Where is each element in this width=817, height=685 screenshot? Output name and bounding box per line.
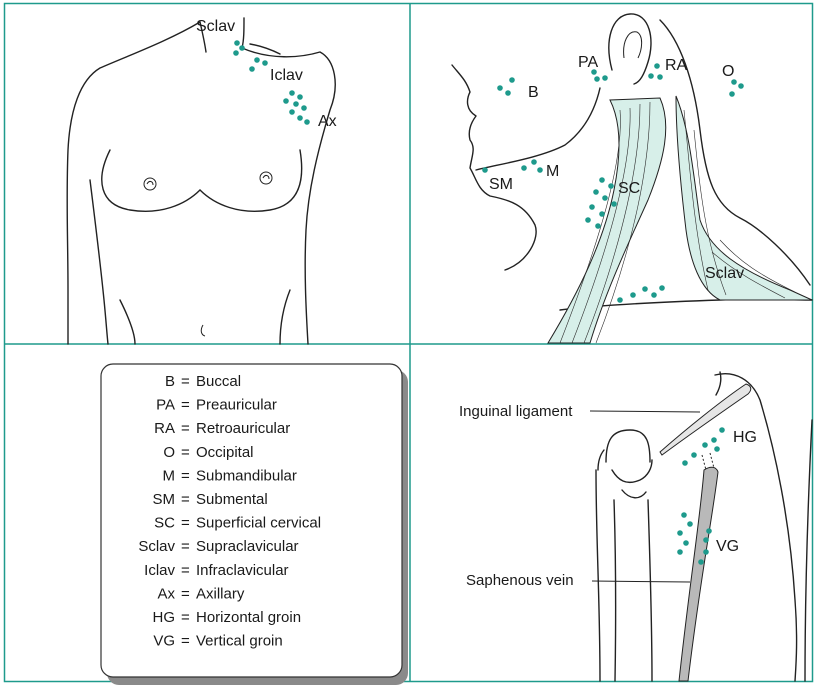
legend-abbr: B (165, 373, 175, 390)
legend-abbr: HG (153, 609, 176, 626)
legend-name: Axillary (196, 585, 245, 602)
legend-equals: = (181, 515, 190, 532)
iclav-nodes (249, 57, 268, 72)
legend-item: M = Submandibular (163, 467, 297, 484)
neck-panel: B PA RA O SM M SC Sclav (452, 14, 812, 343)
legend-equals: = (181, 397, 190, 414)
legend-abbr: SM (153, 491, 176, 508)
legend-equals: = (181, 538, 190, 555)
legend-name: Retroauricular (196, 420, 290, 437)
legend-name: Occipital (196, 444, 254, 461)
label-inguinal-ligament: Inguinal ligament (459, 403, 573, 420)
legend-item: Ax = Axillary (157, 585, 244, 602)
legend-abbr: O (163, 444, 175, 461)
saphenous-vein (679, 453, 718, 681)
legend-item: HG = Horizontal groin (153, 609, 302, 626)
chest-panel: Sclav Iclav Ax (67, 18, 337, 344)
ra-nodes (648, 63, 663, 80)
legend-item: Iclav = Infraclavicular (144, 562, 288, 579)
legend-equals: = (181, 562, 190, 579)
label-sclav-neck: Sclav (705, 265, 744, 282)
label-o: O (722, 63, 734, 80)
legend-equals: = (181, 373, 190, 390)
groin-panel: Inguinal ligament Saphenous vein HG VG (459, 372, 812, 681)
legend-abbr: Ax (157, 585, 175, 602)
legend-item: PA = Preauricular (156, 397, 277, 414)
legend-item: Sclav = Supraclavicular (138, 538, 298, 555)
legend-item: SM = Submental (153, 491, 268, 508)
legend-equals: = (181, 585, 190, 602)
sclav-neck-nodes (617, 285, 665, 303)
legend-name: Buccal (196, 373, 241, 390)
label-pa: PA (578, 54, 598, 71)
legend-name: Horizontal groin (196, 609, 301, 626)
legend-abbr: RA (154, 420, 175, 437)
legend-equals: = (181, 609, 190, 626)
legend-equals: = (181, 467, 190, 484)
legend-name: Supraclavicular (196, 538, 299, 555)
label-b: B (528, 84, 539, 101)
legend-item: VG = Vertical groin (153, 633, 282, 650)
label-ax: Ax (318, 113, 337, 130)
inguinal-leader (590, 411, 700, 412)
sm-nodes (482, 167, 488, 173)
legend-equals: = (181, 633, 190, 650)
legend-abbr: Iclav (144, 562, 175, 579)
label-sclav-chest: Sclav (196, 18, 235, 35)
m-nodes (521, 159, 543, 173)
legend-abbr: PA (156, 397, 175, 414)
legend-abbr: VG (153, 633, 175, 650)
saphenous-leader (592, 581, 690, 582)
label-saphenous-vein: Saphenous vein (466, 572, 574, 589)
legend-equals: = (181, 420, 190, 437)
legend-equals: = (181, 491, 190, 508)
label-vg: VG (716, 538, 739, 555)
legend-name: Submental (196, 491, 268, 508)
legend-name: Superficial cervical (196, 515, 321, 532)
label-hg: HG (733, 429, 757, 446)
legend-abbr: SC (154, 515, 175, 532)
label-ra: RA (665, 57, 688, 74)
legend-abbr: M (163, 467, 176, 484)
legend-name: Submandibular (196, 467, 297, 484)
legend-abbr: Sclav (138, 538, 175, 555)
label-iclav: Iclav (270, 67, 303, 84)
pa-nodes (591, 69, 608, 82)
label-sc: SC (618, 180, 640, 197)
legend-name: Vertical groin (196, 633, 283, 650)
legend-item: RA = Retroauricular (154, 420, 290, 437)
o-nodes (729, 79, 744, 97)
legend-name: Infraclavicular (196, 562, 289, 579)
label-m: M (546, 163, 559, 180)
legend-equals: = (181, 444, 190, 461)
label-sm: SM (489, 176, 513, 193)
ax-nodes (283, 90, 310, 125)
b-nodes (497, 77, 515, 96)
legend-name: Preauricular (196, 397, 277, 414)
